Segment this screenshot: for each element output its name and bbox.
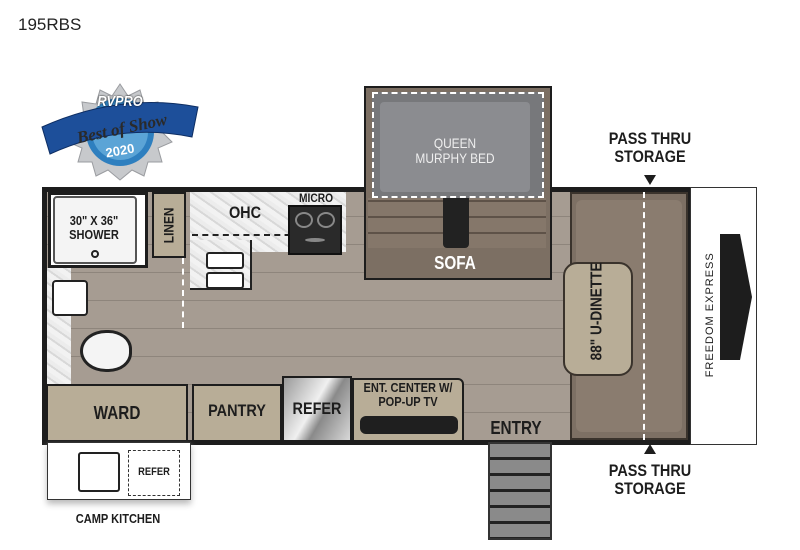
model-title: 195RBS [18, 15, 82, 34]
ohc-label: OHC [228, 203, 262, 222]
pop-up-tv-icon [360, 416, 458, 434]
bath-sink-icon [52, 280, 88, 316]
shower-label: 30" X 36" SHOWER [69, 213, 119, 242]
dinette-table [563, 262, 633, 376]
dinette-dashed-line [643, 192, 645, 440]
sofa-console [443, 198, 469, 248]
pantry [192, 384, 282, 442]
murphy-bed-mattress [380, 102, 530, 192]
micro-label: MICRO [299, 191, 333, 205]
entry-steps [488, 442, 552, 540]
brand-label: FREEDOM EXPRESS [704, 252, 717, 378]
murphy-bed-label: QUEEN MURPHY BED [415, 135, 495, 166]
sink-icon [206, 252, 244, 269]
wardrobe [46, 384, 188, 442]
pass-thru-top-arrow-icon [644, 175, 656, 185]
bath-wall [182, 258, 185, 328]
camp-kitchen-label: CAMP KITCHEN [75, 511, 161, 526]
burner-icon [317, 212, 335, 228]
ent-center-label: ENT. CENTER W/ POP-UP TV [363, 380, 453, 409]
best-of-show-badge: RVPRO Best of Show 2020 [40, 82, 200, 182]
linen-label: LINEN [160, 207, 177, 244]
refer-label: REFER [292, 399, 342, 418]
dinette-label: 88" U-DINETTE [588, 262, 606, 361]
shower-pan [53, 196, 137, 264]
sink-icon [206, 272, 244, 289]
entry-label: ENTRY [490, 418, 542, 438]
ward-label: WARD [93, 403, 141, 423]
sofa-label: SOFA [434, 253, 476, 273]
pass-thru-bottom-label: PASS THRU STORAGE [608, 461, 692, 498]
stove-icon [288, 205, 342, 255]
camp-sink-icon [78, 452, 120, 492]
refrigerator [282, 376, 352, 442]
pantry-label: PANTRY [208, 401, 266, 420]
badge-rvpro: RVPRO [97, 93, 143, 110]
pass-thru-bottom-arrow-icon [644, 444, 656, 454]
camp-refer [128, 450, 180, 496]
linen-closet [152, 192, 186, 258]
front-arrow-icon [718, 232, 754, 362]
burner-icon [295, 212, 313, 228]
pass-thru-top-label: PASS THRU STORAGE [608, 129, 692, 166]
ohc-dashed-line [192, 234, 342, 236]
shower-drain-icon [91, 250, 99, 258]
toilet-icon [80, 330, 132, 372]
camp-refer-label: REFER [138, 466, 170, 478]
burner-icon [305, 238, 325, 242]
